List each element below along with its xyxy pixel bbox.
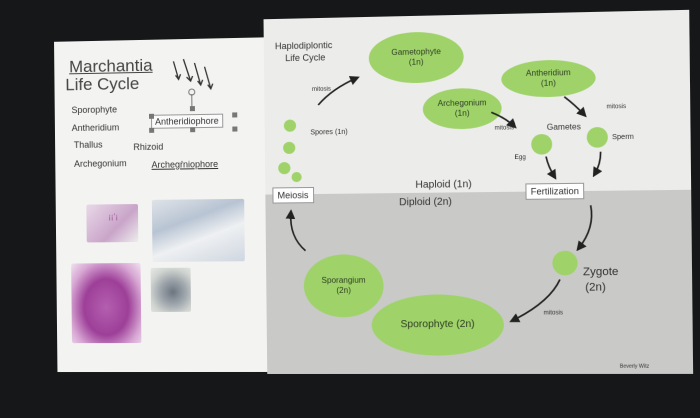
arrow-sperm-to-fertilization xyxy=(594,152,601,175)
arrow-spores-to-gametophyte xyxy=(318,78,357,105)
arrow-egg-to-fertilization xyxy=(546,156,555,177)
arrow-fertilization-to-zygote xyxy=(578,205,592,248)
arrow-archegonium-to-egg xyxy=(491,112,514,127)
arrow-antheridium-to-sperm xyxy=(564,96,584,115)
arrow-zygote-to-sporophyte xyxy=(512,280,561,321)
arrow-sporangium-to-meiosis xyxy=(291,212,306,251)
